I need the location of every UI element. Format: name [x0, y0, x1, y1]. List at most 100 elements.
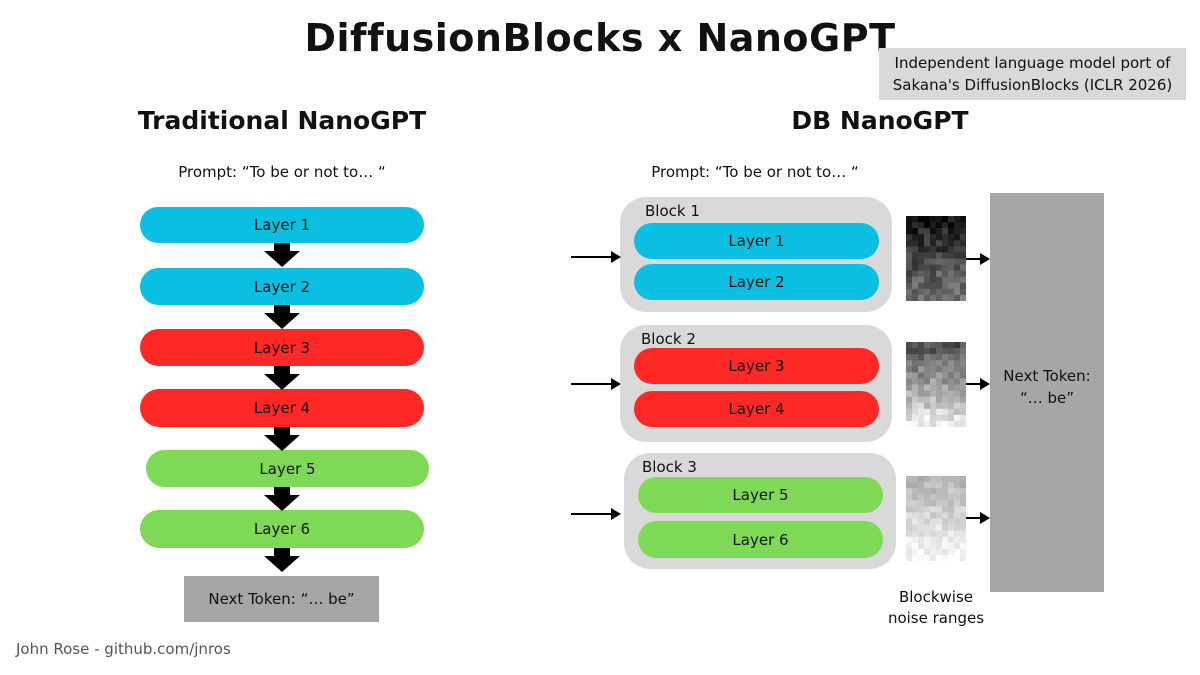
noise-cell [942, 378, 948, 385]
noise-cell [942, 288, 948, 296]
noise-cell [942, 348, 948, 355]
noise-cell [960, 390, 966, 398]
noise-cell [936, 396, 942, 404]
noise-cell [918, 482, 924, 489]
noise-cell [942, 420, 948, 427]
noise-cell [960, 420, 966, 427]
noise-cell [936, 228, 942, 235]
noise-cell [954, 264, 960, 272]
noise-cell [912, 530, 918, 538]
noise-cell [930, 246, 936, 253]
noise-cell [942, 506, 948, 513]
noise-cell [960, 276, 966, 284]
noise-cell [924, 228, 930, 235]
noise-cell [930, 384, 936, 392]
noise-cell [960, 294, 966, 301]
noise-cell [942, 396, 948, 404]
noise-cell [930, 264, 936, 272]
noise-cell [954, 216, 960, 223]
noise-cell [936, 548, 942, 556]
noise-cell [906, 420, 912, 427]
noise-cell [918, 494, 924, 501]
noise-cell [924, 494, 930, 501]
noise-cell [912, 396, 918, 404]
noise-cell [948, 390, 954, 398]
noise-cell [906, 518, 912, 526]
noise-cell [942, 258, 948, 266]
noise-cell [948, 488, 954, 495]
noise-cell [924, 288, 930, 296]
noise-cell [948, 360, 954, 367]
noise-cell [918, 354, 924, 361]
noise-cell [924, 366, 930, 373]
noise-cell [924, 530, 930, 538]
noise-cell [942, 252, 948, 259]
noise-cell [942, 276, 948, 284]
noise-cell [942, 372, 948, 379]
noise-cell [912, 402, 918, 410]
noise-cell [912, 512, 918, 519]
noise-cell [912, 276, 918, 284]
noise-cell [930, 216, 936, 223]
noise-cell [918, 366, 924, 373]
noise-cell [930, 488, 936, 495]
input-arrow-icon [571, 251, 621, 263]
noise-cell [948, 384, 954, 392]
noise-cell [912, 216, 918, 223]
noise-cell [960, 216, 966, 223]
noise-cell [930, 518, 936, 526]
noise-cell [906, 554, 912, 561]
noise-cell [924, 384, 930, 392]
noise-cell [918, 372, 924, 379]
noise-cell [912, 506, 918, 513]
noise-cell [954, 402, 960, 410]
noise-cell [936, 542, 942, 550]
noise-cell [954, 542, 960, 550]
noise-cell [906, 354, 912, 361]
noise-cell [924, 264, 930, 272]
noise-cell [960, 282, 966, 290]
db-block-3-label: Block 3 [642, 458, 697, 476]
noise-cell [918, 500, 924, 507]
traditional-next-token: Next Token: “… be” [184, 576, 379, 622]
noise-cell [942, 216, 948, 223]
noise-cell [936, 524, 942, 532]
noise-cell [924, 506, 930, 513]
noise-cell [942, 246, 948, 253]
noise-cell [924, 518, 930, 526]
noise-cell [960, 384, 966, 392]
noise-cell [912, 222, 918, 229]
noise-cell [954, 270, 960, 278]
noise-cell [918, 360, 924, 367]
traditional-layer-3: Layer 3 [140, 329, 424, 366]
noise-cell [918, 288, 924, 296]
noise-cell [918, 542, 924, 550]
noise-cell [936, 518, 942, 526]
noise-cell [906, 246, 912, 253]
info-note-line-2: Sakana's DiffusionBlocks (ICLR 2026) [892, 76, 1173, 94]
noise-cell [930, 396, 936, 404]
noise-cell [918, 512, 924, 519]
noise-cell [948, 530, 954, 538]
noise-cell [906, 408, 912, 416]
db-next-token: Next Token: “… be” [990, 193, 1104, 592]
output-arrow-icon [966, 253, 990, 265]
noise-cell [936, 270, 942, 278]
noise-cell [930, 500, 936, 507]
noise-cell [948, 554, 954, 561]
noise-cell [936, 408, 942, 416]
db-block-3-layer-5: Layer 5 [638, 477, 883, 513]
noise-cell [906, 512, 912, 519]
noise-cell [906, 488, 912, 495]
noise-cell [948, 536, 954, 544]
noise-cell [936, 342, 942, 349]
noise-cell [912, 542, 918, 550]
noise-cell [936, 294, 942, 301]
noise-cell [918, 530, 924, 538]
down-arrow-icon [264, 305, 300, 329]
noise-cell [906, 530, 912, 538]
noise-cell [960, 542, 966, 550]
noise-cell [906, 282, 912, 290]
noise-cell [936, 216, 942, 223]
noise-cell [942, 524, 948, 532]
